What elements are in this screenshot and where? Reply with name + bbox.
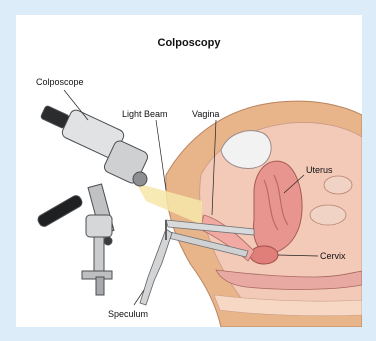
- colposcope-lens: [133, 172, 147, 186]
- label-colposcope: Colposcope: [36, 77, 84, 87]
- speculum-handle: [140, 229, 172, 305]
- label-uterus: Uterus: [306, 165, 333, 175]
- illustration-panel: Colposcopy Colposcope Light Beam Vagina …: [16, 15, 362, 327]
- leader-light-beam: [156, 120, 166, 190]
- colposcope: [36, 105, 149, 295]
- colposcope-joint: [86, 215, 112, 237]
- bowel-loop: [310, 205, 346, 225]
- diagram-title: Colposcopy: [16, 37, 362, 49]
- colposcope-clamp: [96, 277, 104, 295]
- label-vagina: Vagina: [192, 109, 219, 119]
- label-light-beam: Light Beam: [122, 109, 168, 119]
- bowel-loop-2: [324, 176, 352, 194]
- colposcope-handle-black: [36, 194, 84, 228]
- label-speculum: Speculum: [108, 309, 148, 319]
- colposcope-stand: [94, 237, 104, 273]
- label-cervix: Cervix: [320, 251, 346, 261]
- colposcope-knob: [104, 237, 112, 245]
- cervix: [250, 246, 278, 264]
